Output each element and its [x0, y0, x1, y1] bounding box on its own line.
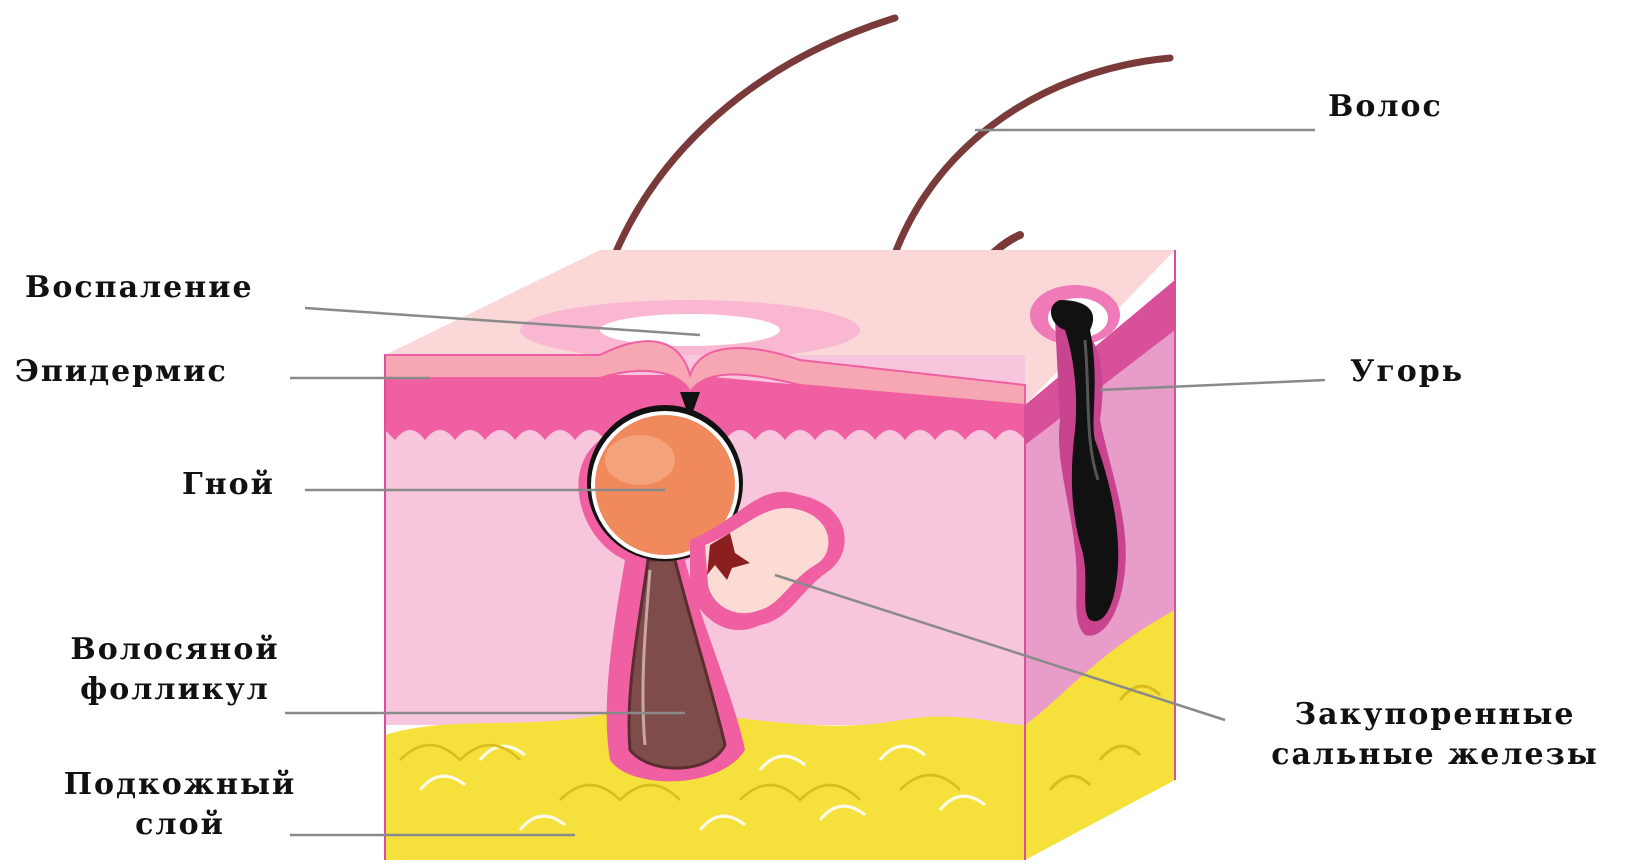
label-clogged-glands-line-2: сальные железы [1230, 735, 1640, 775]
label-inflammation: Воспаление [25, 268, 254, 308]
label-hair-follicle: Волосяной фолликул [40, 630, 310, 710]
label-epidermis: Эпидермис [15, 352, 228, 392]
label-clogged-glands-line-1: Закупоренные [1230, 695, 1640, 735]
hair-strand-1 [605, 18, 895, 280]
label-clogged-glands: Закупоренные сальные железы [1230, 695, 1640, 775]
label-subcutaneous-line-2: слой [30, 805, 330, 845]
label-subcutaneous: Подкожный слой [30, 765, 330, 845]
label-hair: Волос [1328, 87, 1443, 127]
label-pus: Гной [182, 465, 275, 505]
label-subcutaneous-line-1: Подкожный [30, 765, 330, 805]
label-hair-follicle-line-2: фолликул [40, 670, 310, 710]
pus-highlight [605, 435, 675, 485]
label-blackhead: Угорь [1350, 352, 1464, 392]
label-hair-follicle-line-1: Волосяной [40, 630, 310, 670]
